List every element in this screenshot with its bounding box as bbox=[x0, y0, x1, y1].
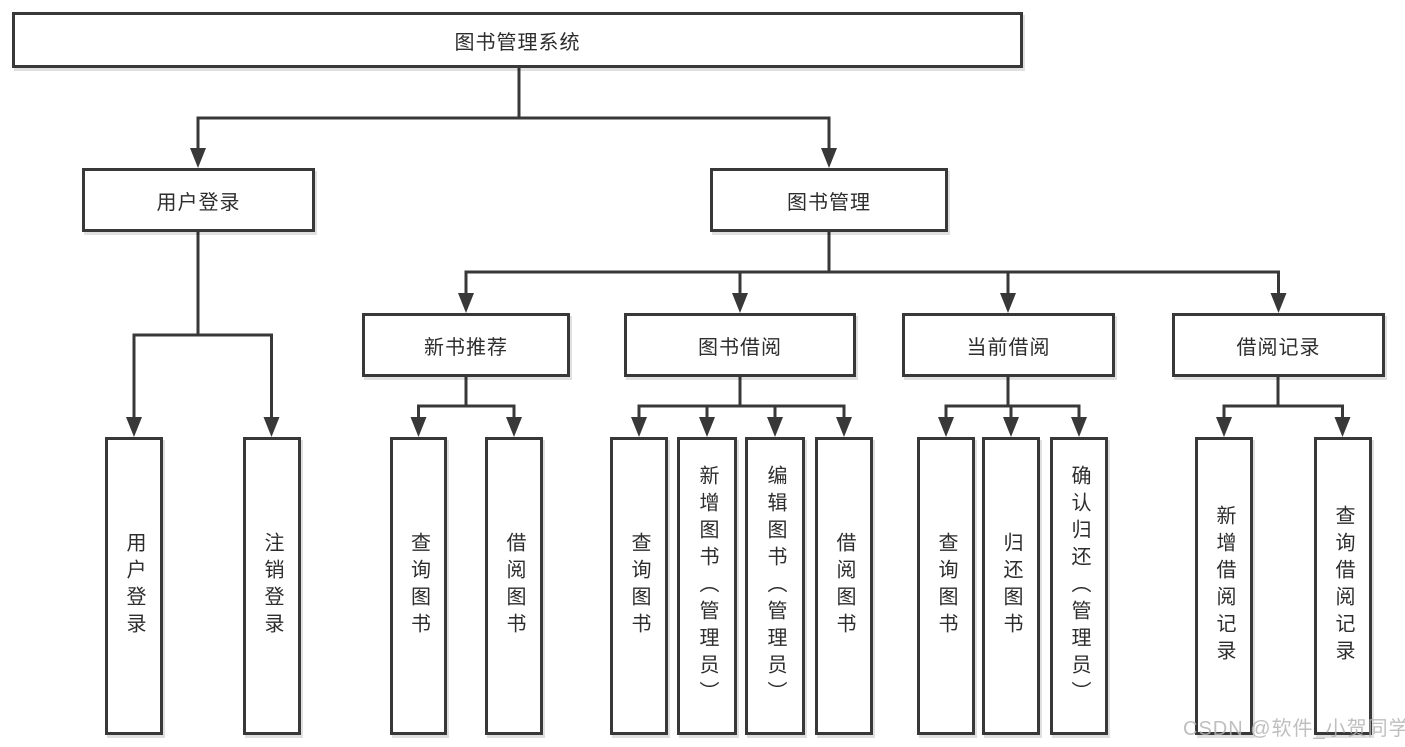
leaf-label: 确认归还（管理员） bbox=[1068, 464, 1090, 708]
node-leaf-query-borrow-record: 查询借阅记录 bbox=[1314, 437, 1372, 735]
node-leaf-add-borrow-record: 新增借阅记录 bbox=[1195, 437, 1253, 735]
node-leaf-user-login: 用户登录 bbox=[105, 437, 163, 735]
node-book-borrow-label: 图书借阅 bbox=[698, 336, 782, 359]
node-new-book-recommend-label: 新书推荐 bbox=[424, 336, 508, 359]
node-leaf-query-books-1: 查询图书 bbox=[390, 437, 447, 735]
leaf-label: 归还图书 bbox=[1000, 532, 1022, 640]
node-leaf-logout: 注销登录 bbox=[243, 437, 301, 735]
node-book-management: 图书管理 bbox=[710, 168, 948, 232]
node-leaf-borrow-books-1: 借阅图书 bbox=[485, 437, 543, 735]
node-leaf-add-book-admin: 新增图书（管理员） bbox=[677, 437, 737, 735]
node-user-login-label: 用户登录 bbox=[156, 191, 241, 214]
edge-records-to-leaves bbox=[1216, 377, 1351, 437]
leaf-label: 新增图书（管理员） bbox=[696, 464, 718, 708]
node-current-borrow: 当前借阅 bbox=[902, 313, 1115, 377]
node-leaf-query-books-2: 查询图书 bbox=[610, 437, 668, 735]
edge-current-to-leaves bbox=[938, 377, 1087, 437]
leaf-label: 查询图书 bbox=[935, 532, 957, 640]
edge-user-login-to-leaves bbox=[126, 232, 280, 437]
leaf-label: 新增借阅记录 bbox=[1213, 505, 1235, 667]
node-borrow-records-label: 借阅记录 bbox=[1236, 336, 1321, 359]
node-leaf-confirm-return-admin: 确认归还（管理员） bbox=[1050, 437, 1108, 735]
leaf-label: 查询图书 bbox=[628, 532, 650, 640]
node-library-system-label: 图书管理系统 bbox=[454, 31, 581, 54]
node-book-management-label: 图书管理 bbox=[787, 191, 871, 214]
leaf-label: 用户登录 bbox=[123, 532, 145, 640]
leaf-label: 查询借阅记录 bbox=[1332, 505, 1354, 667]
edge-borrow-to-leaves bbox=[631, 377, 852, 437]
node-leaf-edit-book-admin: 编辑图书（管理员） bbox=[745, 437, 805, 735]
node-borrow-records: 借阅记录 bbox=[1172, 313, 1385, 377]
node-leaf-borrow-books-2: 借阅图书 bbox=[815, 437, 873, 735]
leaf-label: 查询图书 bbox=[407, 532, 430, 640]
leaf-label: 借阅图书 bbox=[503, 532, 525, 640]
leaf-label: 注销登录 bbox=[261, 532, 283, 640]
node-leaf-query-books-3: 查询图书 bbox=[917, 437, 975, 735]
edge-root-to-level2 bbox=[190, 68, 837, 168]
edge-new-book-to-leaves bbox=[410, 377, 522, 437]
node-library-system: 图书管理系统 bbox=[12, 12, 1023, 68]
node-leaf-return-book: 归还图书 bbox=[982, 437, 1040, 735]
leaf-label: 借阅图书 bbox=[833, 532, 855, 640]
watermark: CSDN @软件_小贺同学 bbox=[1183, 718, 1405, 740]
node-current-borrow-label: 当前借阅 bbox=[966, 336, 1051, 359]
node-book-borrow: 图书借阅 bbox=[624, 313, 856, 377]
edge-book-mgmt-to-level3 bbox=[458, 232, 1287, 313]
leaf-label: 编辑图书（管理员） bbox=[764, 464, 786, 708]
node-user-login: 用户登录 bbox=[82, 168, 315, 232]
node-new-book-recommend: 新书推荐 bbox=[362, 313, 570, 377]
